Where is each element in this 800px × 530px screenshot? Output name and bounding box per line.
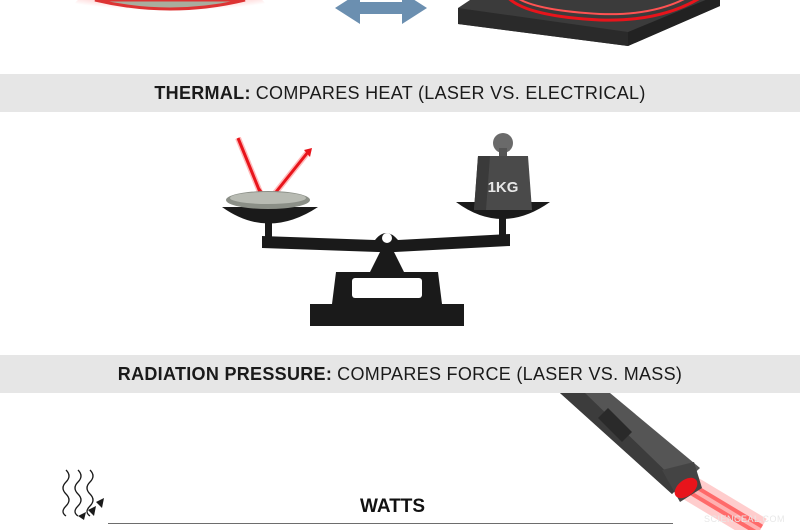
radiation-caption-text: COMPARES FORCE (LASER VS. MASS): [337, 363, 683, 384]
thermal-caption-text: COMPARES HEAT (LASER VS. ELECTRICAL): [255, 82, 646, 103]
watts-label: WATTS: [360, 496, 426, 517]
weight-1kg: [474, 133, 532, 210]
electric-heater-plate: [458, 0, 720, 46]
thermal-caption: THERMAL: COMPARES HEAT (LASER VS. ELECTR…: [0, 74, 800, 112]
laser-pointer-body: [560, 393, 702, 502]
scale-beam-and-base: [262, 233, 510, 326]
absorber-disc-glowing: [75, 0, 265, 20]
right-pan: [456, 202, 550, 236]
watts-underline: [108, 523, 673, 524]
laser-beams: [235, 136, 312, 199]
wave-radiation-icon: [62, 469, 94, 517]
left-pan-with-mirror: [222, 191, 318, 240]
double-arrow-icon: [335, 0, 427, 24]
thermal-illustration: [75, 0, 720, 46]
weight-label: 1KG: [488, 179, 519, 196]
radiation-caption: RADIATION PRESSURE: COMPARES FORCE (LASE…: [0, 355, 800, 393]
thermal-caption-bold: THERMAL:: [154, 82, 251, 103]
radiation-caption-bold: RADIATION PRESSURE:: [117, 363, 333, 384]
arrowheads-icon: [78, 498, 104, 520]
watermark-credit: SCIENCEAL.COM: [704, 514, 786, 524]
